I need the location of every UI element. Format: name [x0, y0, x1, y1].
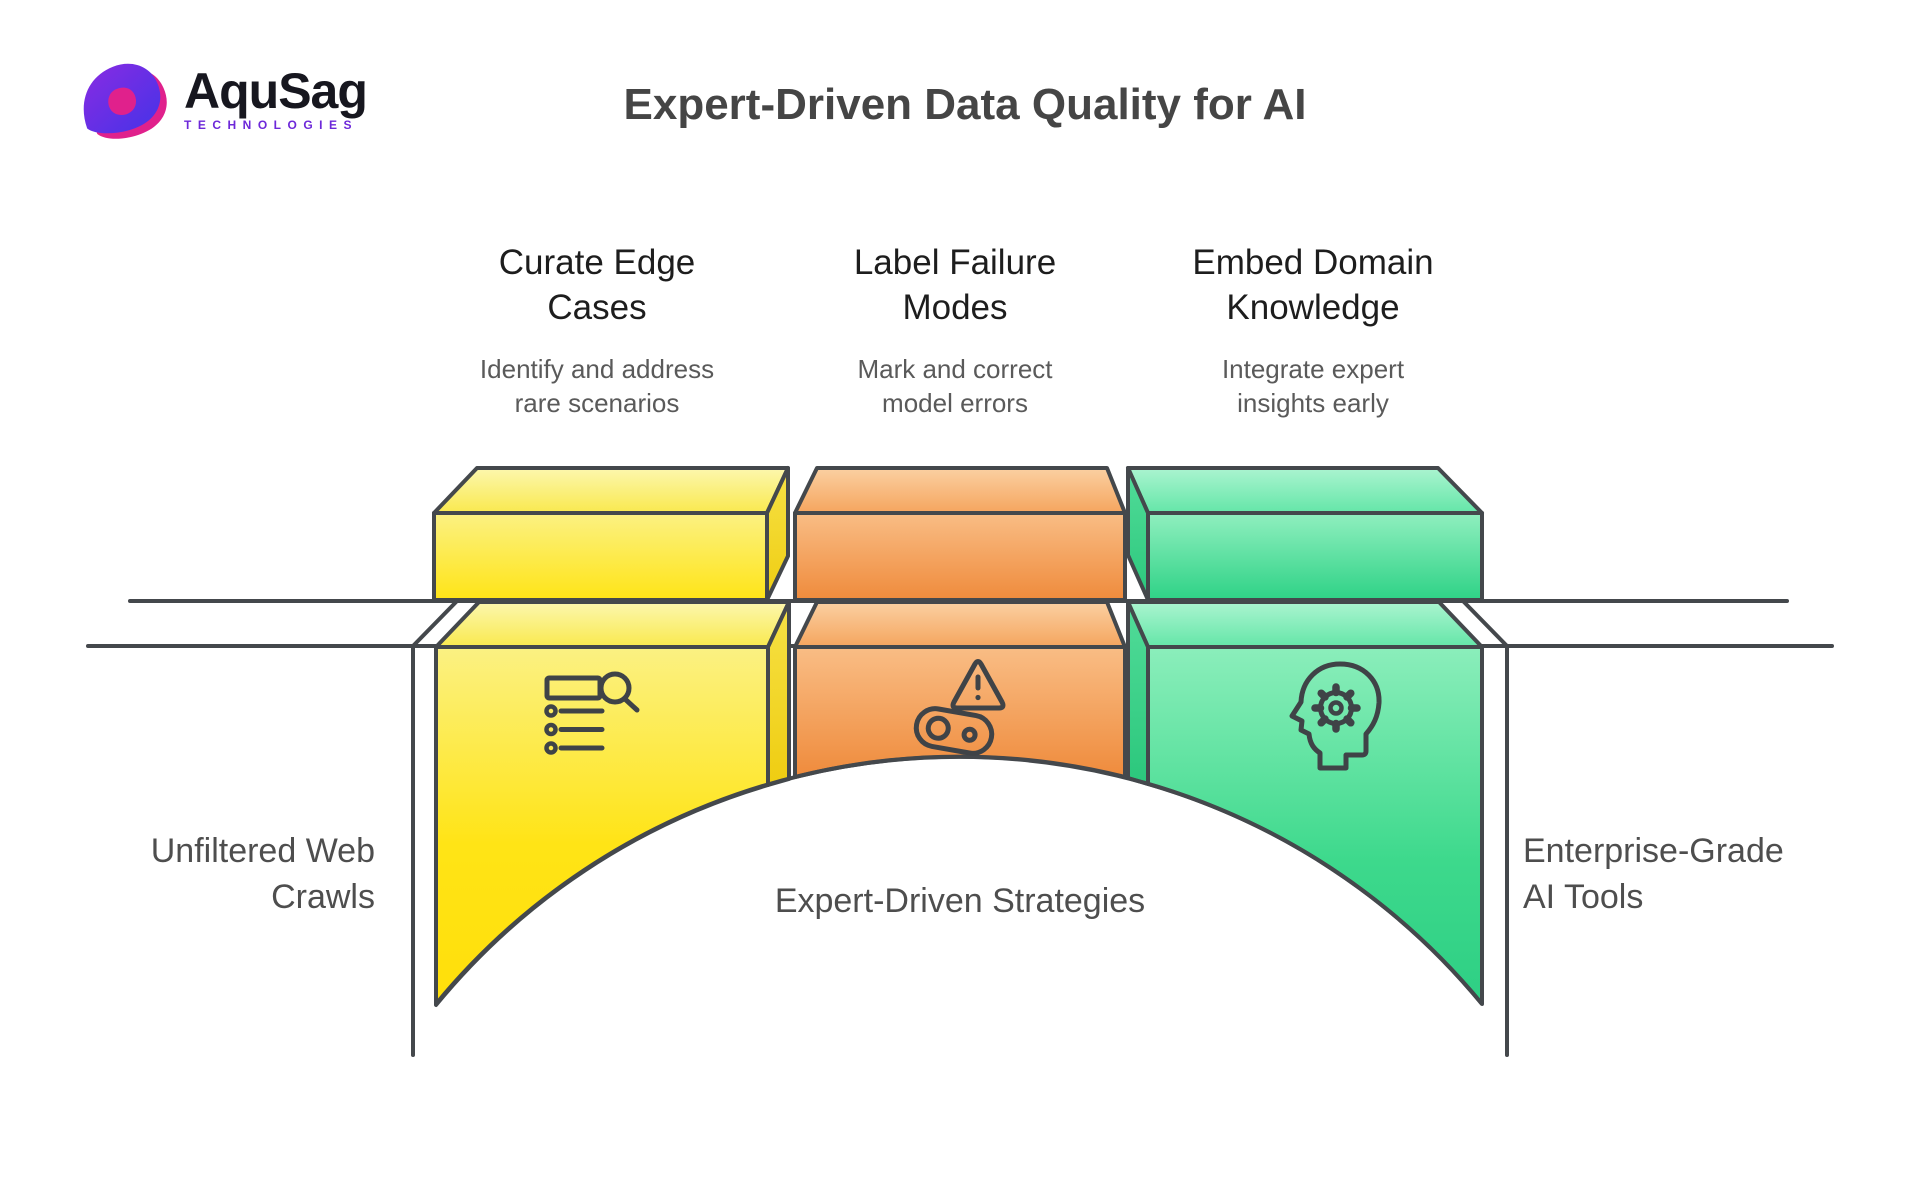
column-desc-line: Identify and address: [479, 354, 715, 384]
bridge-label-line: Crawls: [271, 878, 375, 916]
label-tag: [913, 706, 995, 756]
column-title-line: Label Failure: [853, 243, 1057, 282]
logo: AquSag TECHNOLOGIES: [78, 58, 368, 140]
arch-curve: [434, 754, 1484, 1006]
column-title-curate-edge-cases: Curate Edge Cases: [437, 240, 757, 330]
column-title-line: Curate Edge: [498, 243, 696, 282]
label-tag-body: [913, 706, 995, 756]
arch-blocks: [434, 600, 1484, 1007]
warning-exclamation-dot: [975, 694, 981, 701]
column-title-line: Knowledge: [1226, 288, 1400, 327]
column-desc-curate-edge-cases: Identify and address rare scenarios: [437, 352, 757, 420]
head-profile: [1289, 661, 1382, 771]
label-tag-hole-large: [925, 715, 951, 741]
page-title: Expert-Driven Data Quality for AI: [623, 80, 1307, 129]
warning-triangle: [950, 659, 1006, 711]
bridge-label-line: AI Tools: [1523, 878, 1644, 916]
gear: [1311, 683, 1361, 733]
head-gear-icon: [1289, 661, 1382, 771]
green-box-side-face: [1126, 466, 1150, 602]
list-search-icon-lens: [598, 671, 632, 705]
column-desc-line: Mark and correct: [857, 354, 1053, 384]
green-box-top-face: [1126, 466, 1484, 515]
yellow-box-top-face: [432, 466, 790, 515]
gear-hub: [1328, 700, 1344, 716]
list-search-icon-handle: [622, 696, 640, 713]
logo-tagline: TECHNOLOGIES: [184, 117, 359, 132]
column-title-line: Modes: [902, 288, 1008, 327]
bridge-label-line: Enterprise-Grade: [1523, 832, 1784, 870]
column-desc-line: Integrate expert: [1221, 354, 1405, 384]
logo-text-block: AquSag TECHNOLOGIES: [184, 62, 368, 132]
logo-purple-layer: [83, 63, 161, 134]
list-search-icon: [544, 671, 640, 755]
gear-teeth: [1311, 683, 1361, 733]
yellow-box-side-face: [765, 466, 790, 602]
column-title-embed-domain-knowledge: Embed Domain Knowledge: [1153, 240, 1473, 330]
yellow-box-front-face: [432, 511, 769, 602]
column-title-label-failure-modes: Label Failure Modes: [795, 240, 1115, 330]
list-bullet-3: [544, 741, 558, 755]
green-box-front-face: [1146, 511, 1484, 602]
aqusag-swirl-icon: [83, 63, 167, 139]
orange-box-top-face: [793, 466, 1127, 515]
yellow-arch-top-face: [434, 600, 791, 649]
column-desc-line: rare scenarios: [514, 388, 680, 418]
list-bullet-2: [544, 722, 558, 737]
column-desc-line: model errors: [882, 388, 1028, 418]
label-expert-driven-strategies: Expert-Driven Strategies: [774, 882, 1146, 920]
bridge-label-line: Unfiltered Web: [150, 832, 375, 870]
column-desc-embed-domain-knowledge: Integrate expert insights early: [1153, 352, 1473, 420]
column-desc-line: insights early: [1237, 388, 1389, 418]
column-title-line: Embed Domain: [1192, 243, 1434, 282]
orange-box-front-face: [793, 511, 1127, 602]
deck-joint-right: [1461, 599, 1509, 648]
warning-tag-icon: [913, 659, 1006, 756]
list-bullet-1: [544, 704, 558, 718]
orange-arch-top-face: [793, 600, 1127, 649]
deck-joint-left: [411, 599, 459, 648]
column-desc-label-failure-modes: Mark and correct model errors: [795, 352, 1115, 420]
label-unfiltered-web-crawls: Unfiltered Web Crawls: [70, 828, 375, 920]
top-blocks: [432, 466, 1484, 602]
column-title-line: Cases: [547, 288, 647, 327]
label-tag-hole-small: [961, 726, 978, 743]
green-arch-top-face: [1126, 600, 1484, 649]
label-enterprise-grade-ai-tools: Enterprise-Grade AI Tools: [1523, 828, 1853, 920]
logo-name: AquSag: [184, 62, 368, 119]
